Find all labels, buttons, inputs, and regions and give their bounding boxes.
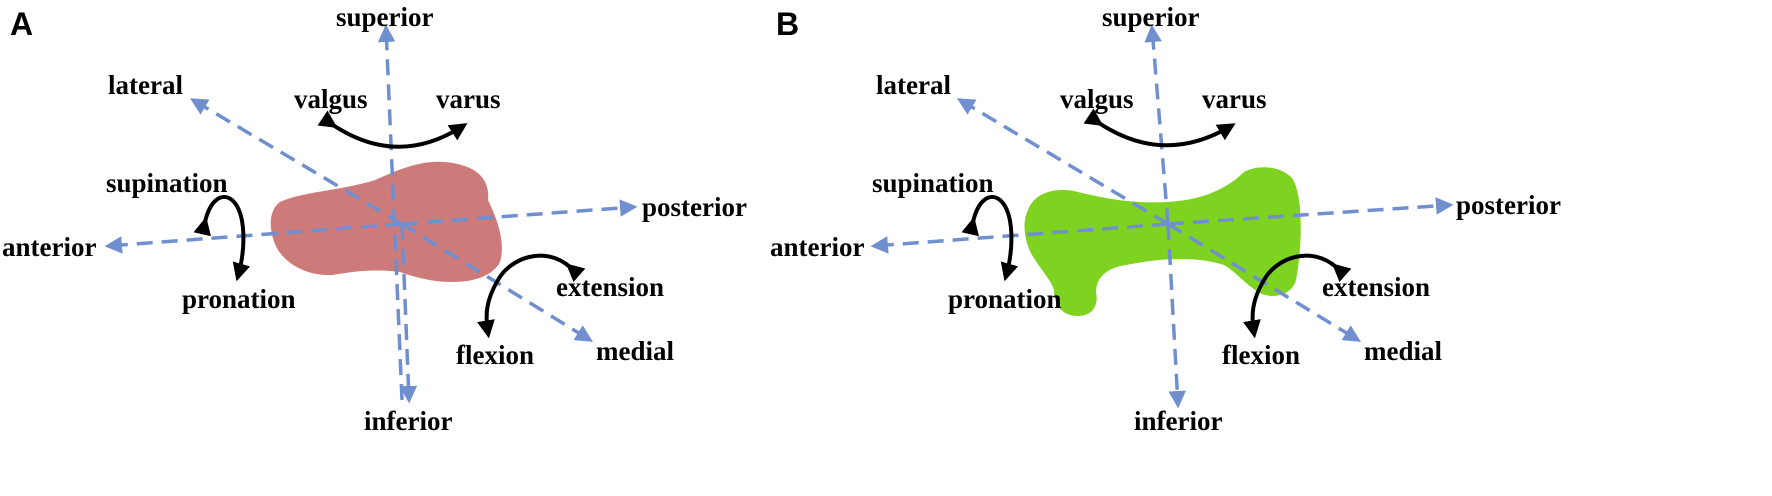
label-extension: extension <box>556 272 664 302</box>
label-varus: varus <box>436 84 501 114</box>
label-anterior: anterior <box>770 232 865 262</box>
label-extension: extension <box>1322 272 1430 302</box>
axis-superior-inferior-lower <box>399 223 418 404</box>
bone-shape <box>1024 167 1301 316</box>
label-lateral: lateral <box>108 70 183 100</box>
extension-flexion-arrow <box>477 253 586 339</box>
label-anterior: anterior <box>2 232 97 262</box>
supination-pronation-arrow <box>961 194 1019 282</box>
label-lateral: lateral <box>876 70 951 100</box>
label-valgus: valgus <box>294 84 368 114</box>
extension-flexion-arrow <box>1243 253 1352 339</box>
panel-label: A <box>10 6 34 42</box>
label-superior: superior <box>1102 2 1200 32</box>
axis-posterior <box>401 199 638 226</box>
label-flexion: flexion <box>456 340 534 370</box>
panel-a-diagram <box>104 24 638 404</box>
axis-posterior <box>1167 197 1454 226</box>
panel-b: B superior lateral valgus varus supinati… <box>766 0 1652 496</box>
panel-b-diagram <box>870 24 1454 409</box>
label-superior: superior <box>336 2 434 32</box>
axis-lateral <box>956 98 1169 226</box>
label-supination: supination <box>106 168 228 198</box>
panel-a: A superior lateral valgus varus supinati… <box>2 2 747 436</box>
axis-lateral <box>189 98 403 226</box>
label-valgus: valgus <box>1060 84 1134 114</box>
label-varus: varus <box>1202 84 1267 114</box>
label-medial: medial <box>1364 336 1442 366</box>
axis-superior-inferior <box>377 24 404 401</box>
label-posterior: posterior <box>1456 190 1561 220</box>
label-inferior: inferior <box>364 406 453 436</box>
supination-pronation-arrow <box>193 194 251 282</box>
label-supination: supination <box>872 168 994 198</box>
label-pronation: pronation <box>948 284 1062 314</box>
valgus-varus-arrow <box>317 110 468 149</box>
label-inferior: inferior <box>1134 406 1223 436</box>
label-pronation: pronation <box>182 284 296 314</box>
axis-superior-inferior-lower <box>1166 223 1186 409</box>
label-posterior: posterior <box>642 192 747 222</box>
axis-superior-inferior <box>1144 24 1170 225</box>
label-medial: medial <box>596 336 674 366</box>
panel-label: B <box>776 6 800 42</box>
label-flexion: flexion <box>1222 340 1300 370</box>
valgus-varus-arrow <box>1083 108 1236 148</box>
